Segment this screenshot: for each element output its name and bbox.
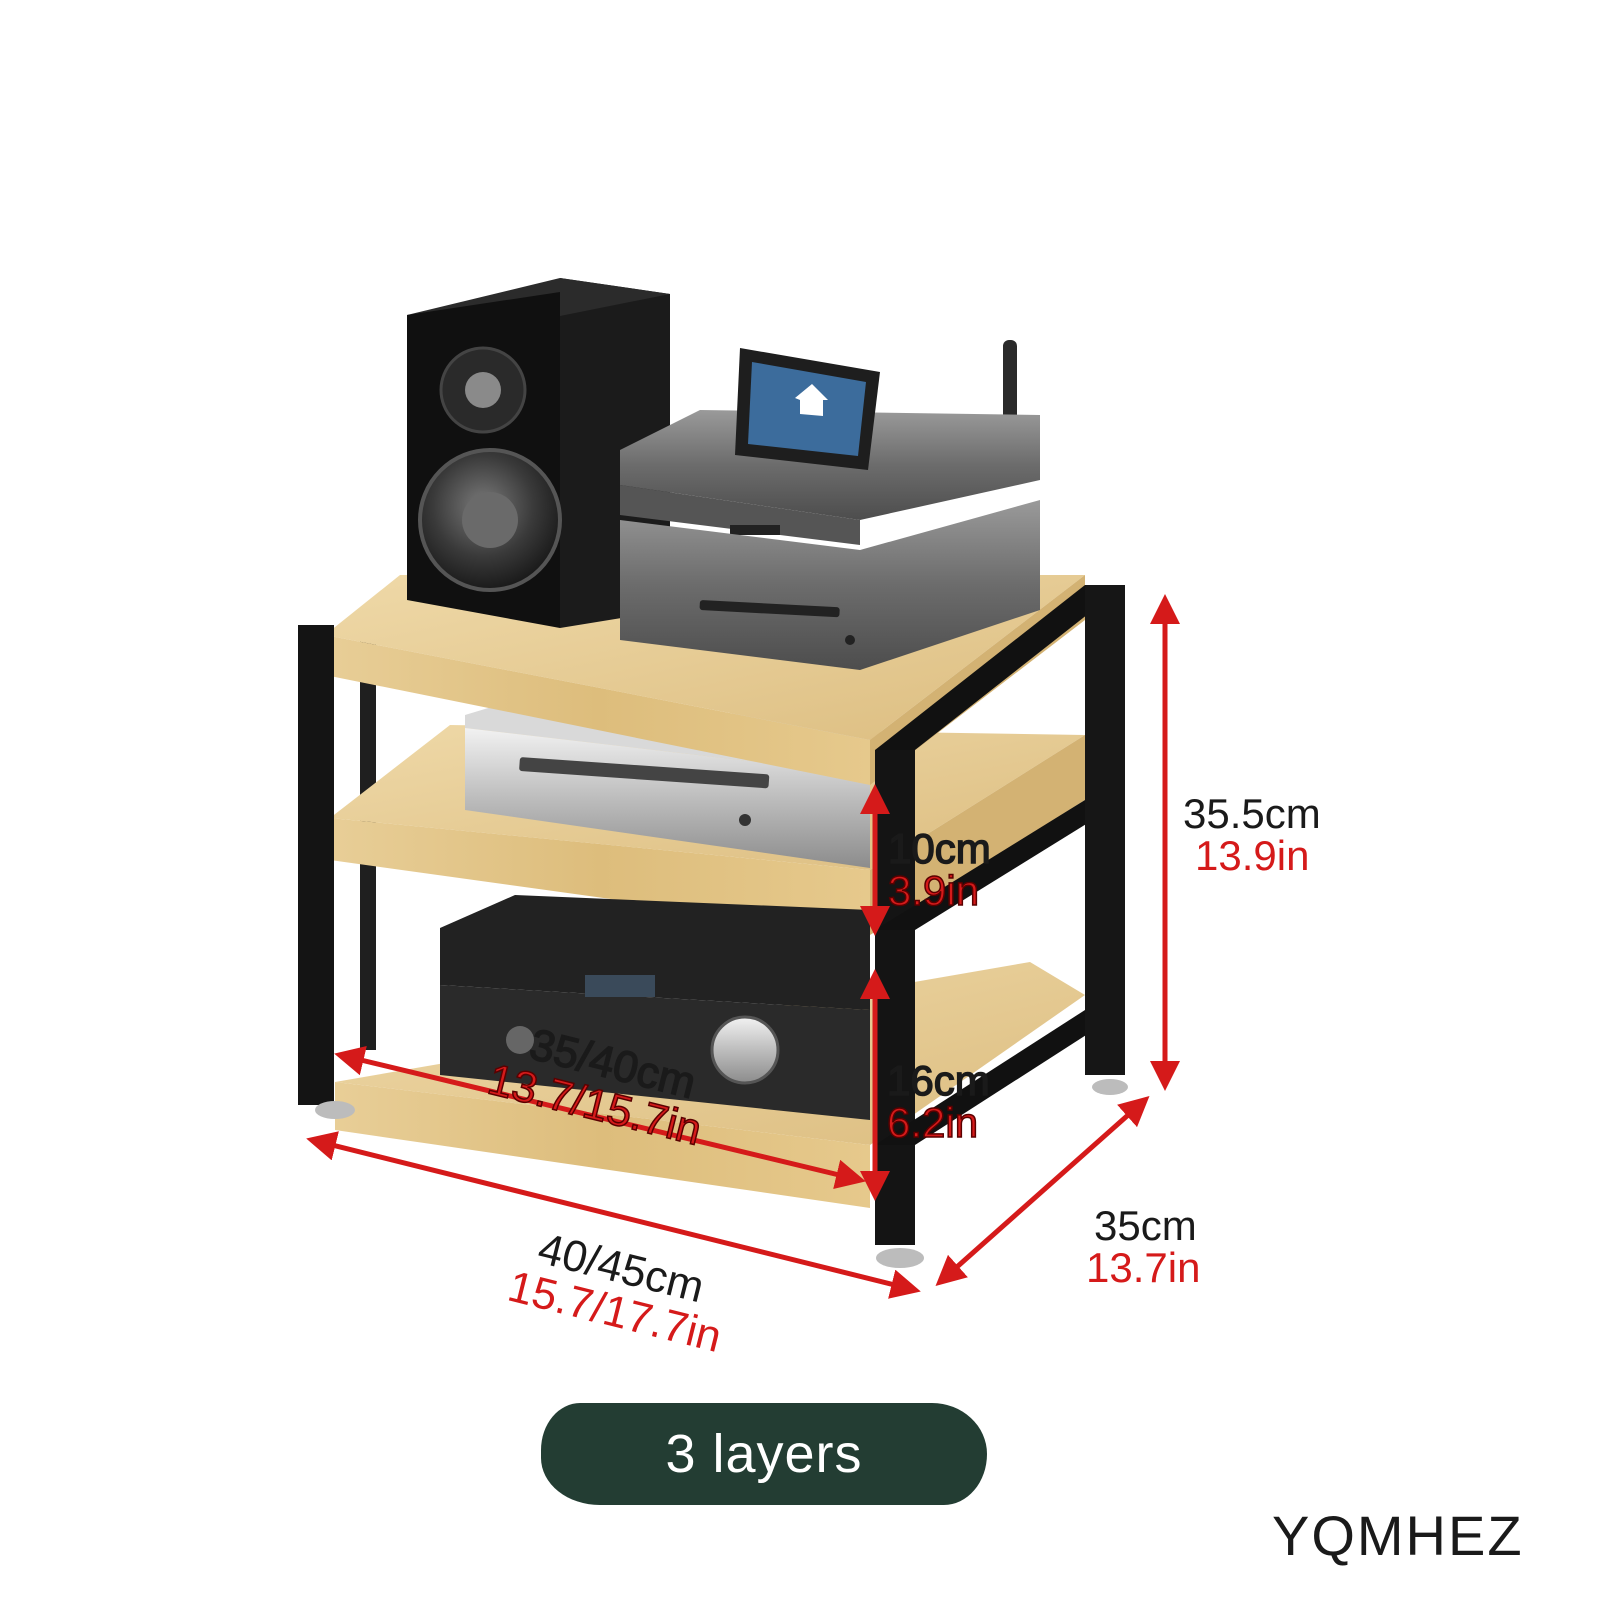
foot xyxy=(1092,1079,1128,1095)
upper-gap-in: 3.9in xyxy=(887,867,980,914)
right-side-frame-mid xyxy=(875,800,1125,930)
front-left-leg xyxy=(298,625,334,1105)
lower-gap-label: 16cm 6.2in xyxy=(886,1057,990,1146)
brand-name: YQMHEZ xyxy=(1272,1504,1524,1567)
foot xyxy=(315,1101,355,1119)
lower-gap-in: 6.2in xyxy=(886,1099,979,1146)
network-player xyxy=(620,340,1040,670)
dimension-arrows xyxy=(306,594,1180,1299)
layers-badge-label: 3 layers xyxy=(665,1424,863,1484)
upper-gap-cm: 10cm xyxy=(887,825,991,872)
right-side-frame-top xyxy=(875,585,1125,750)
foot xyxy=(876,1248,924,1268)
shelf-rack xyxy=(298,575,1128,1268)
middle-shelf-side xyxy=(870,735,1085,935)
right-side-bar xyxy=(1085,585,1125,1075)
depth-label: 35cm 13.7in xyxy=(1086,1205,1200,1289)
depth-arrow xyxy=(935,1096,1150,1286)
height-cm: 35.5cm xyxy=(1183,790,1321,837)
outer-width-arrow xyxy=(306,1131,921,1299)
lower-gap-cm: 16cm xyxy=(886,1057,990,1104)
depth-in: 13.7in xyxy=(1086,1244,1201,1291)
upper-gap-label: 10cm 3.9in xyxy=(887,825,991,914)
top-shelf-front xyxy=(325,635,870,785)
depth-cm: 35cm xyxy=(1094,1202,1197,1249)
layers-badge: 3 layers xyxy=(541,1403,987,1505)
height-in: 13.9in xyxy=(1195,832,1310,879)
bookshelf-speaker xyxy=(407,278,670,628)
height-label: 35.5cm 13.9in xyxy=(1183,793,1321,877)
